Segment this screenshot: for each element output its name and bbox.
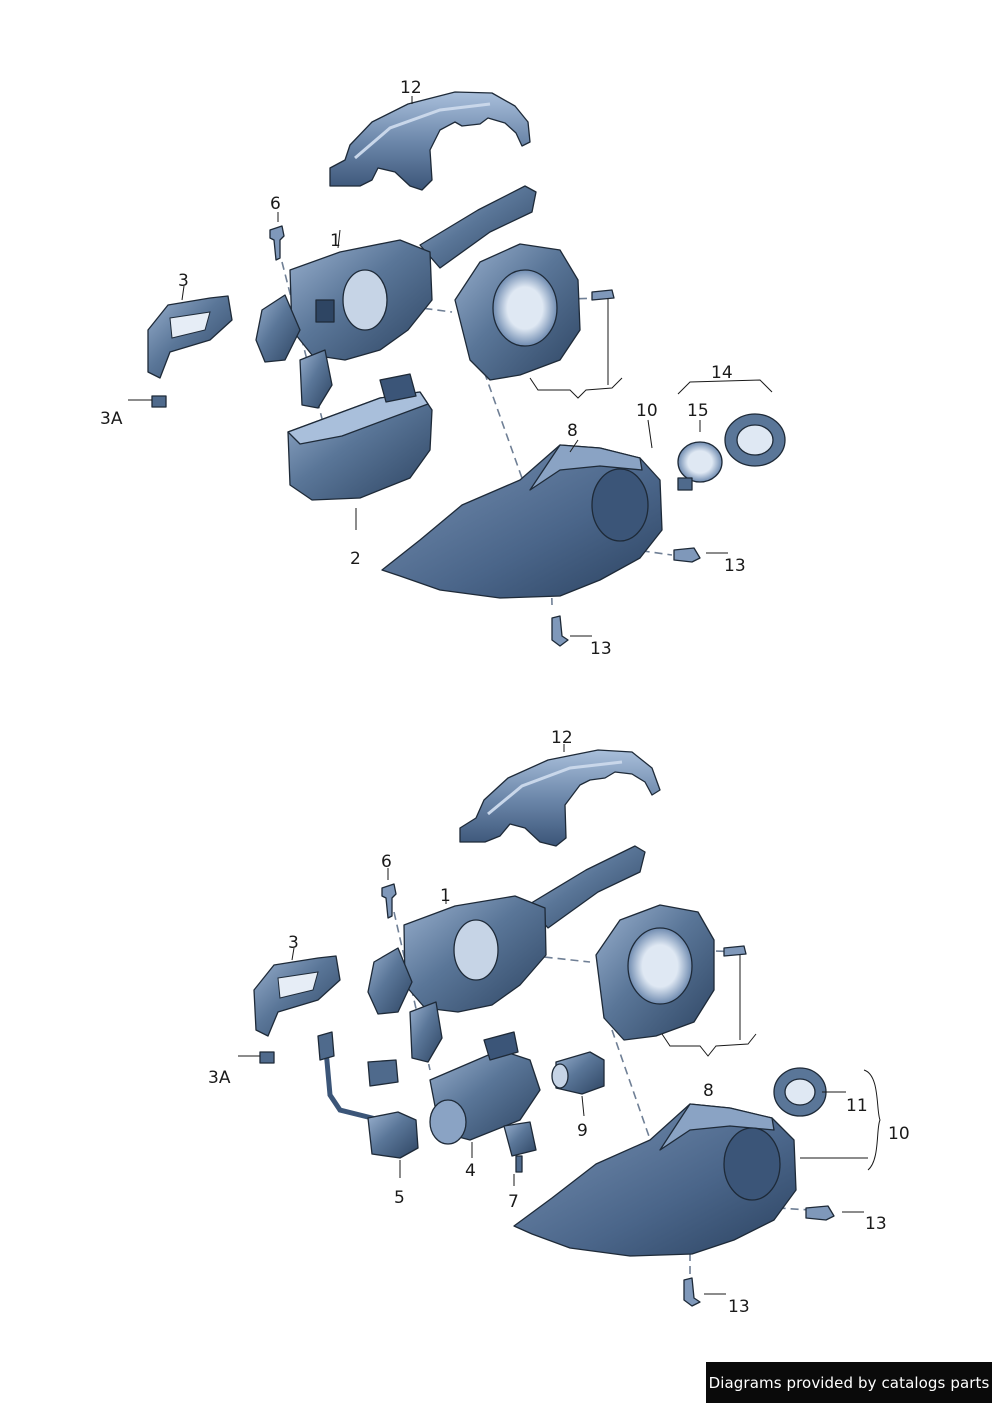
bottom-clock-spring-8-part xyxy=(595,904,715,1041)
bottom-screw-13-right-part xyxy=(805,1205,835,1221)
bottom-leaders xyxy=(238,744,864,1295)
top-label-1: 1 xyxy=(330,231,341,251)
top-leaders xyxy=(128,96,728,637)
bottom-upper-shroud-part xyxy=(459,749,661,847)
bottom-label-5: 5 xyxy=(394,1188,405,1208)
bottom-screw-13-bottom-part xyxy=(683,1277,701,1307)
bottom-label-7: 7 xyxy=(508,1192,519,1212)
bottom-lower-shroud-10-part xyxy=(513,1103,797,1257)
bottom-label-9: 9 xyxy=(577,1121,588,1141)
bottom-label-10: 10 xyxy=(888,1124,910,1144)
top-screw-6-part xyxy=(269,225,285,261)
bottom-labels: 12 6 1 3 3A 8 11 10 9 4 5 7 13 13 xyxy=(208,728,910,1317)
bottom-label-6: 6 xyxy=(381,852,392,872)
bottom-label-13-right: 13 xyxy=(865,1214,887,1234)
top-label-15: 15 xyxy=(687,401,709,421)
top-label-2: 2 xyxy=(350,549,361,569)
top-label-13-right: 13 xyxy=(724,556,746,576)
top-label-3: 3 xyxy=(178,271,189,291)
bottom-label-3a: 3A xyxy=(208,1068,231,1088)
top-control-unit-2-part xyxy=(287,373,433,501)
top-label-3a: 3A xyxy=(100,409,123,429)
upper-shroud-part xyxy=(329,91,531,191)
bottom-label-4: 4 xyxy=(465,1161,476,1181)
top-screw-right-part xyxy=(591,289,615,301)
top-screw-13-bottom-part xyxy=(551,615,569,647)
bottom-clip-3a-part xyxy=(259,1051,275,1064)
bottom-screw-right-part xyxy=(723,945,747,957)
bottom-label-11: 11 xyxy=(846,1096,868,1116)
top-label-12: 12 xyxy=(400,78,422,98)
attribution-banner: Diagrams provided by catalogs parts xyxy=(706,1362,992,1403)
bottom-steering-column-switch-part xyxy=(367,845,646,1063)
bottom-connector-5-part xyxy=(317,1031,419,1159)
bottom-label-8: 8 xyxy=(703,1081,714,1101)
bottom-label-13-bottom: 13 xyxy=(728,1297,750,1317)
bottom-switch-7-part xyxy=(503,1121,537,1173)
steering-column-switch-part xyxy=(255,185,537,409)
top-ring-15-part xyxy=(677,441,723,491)
bottom-screw-6-part xyxy=(381,883,397,919)
bottom-diagram: 12 6 1 3 3A 8 11 10 9 4 5 7 13 13 xyxy=(208,728,910,1317)
top-lower-shroud-10-part xyxy=(381,444,663,599)
top-label-13-bottom: 13 xyxy=(590,639,612,659)
top-ring-14-part xyxy=(724,413,786,467)
bottom-label-3: 3 xyxy=(288,933,299,953)
bottom-bracket-3-part xyxy=(253,955,341,1037)
bottom-label-1: 1 xyxy=(440,886,451,906)
bottom-label-12: 12 xyxy=(551,728,573,748)
top-label-14: 14 xyxy=(711,363,733,383)
top-label-6: 6 xyxy=(270,194,281,214)
top-screw-13-right-part xyxy=(673,547,701,563)
top-bracket-3-part xyxy=(147,295,233,379)
bottom-lock-housing-4-part xyxy=(429,1031,541,1145)
top-clock-spring-8-part xyxy=(454,243,581,381)
top-label-8: 8 xyxy=(567,421,578,441)
bottom-lock-cylinder-9-part xyxy=(551,1051,605,1095)
top-diagram: 12 6 1 3 3A 2 8 10 14 15 13 13 xyxy=(100,78,786,659)
top-label-10: 10 xyxy=(636,401,658,421)
top-labels: 12 6 1 3 3A 2 8 10 14 15 13 13 xyxy=(100,78,746,659)
top-clip-3a-part xyxy=(151,395,167,408)
bottom-ring-11-part xyxy=(773,1067,827,1117)
